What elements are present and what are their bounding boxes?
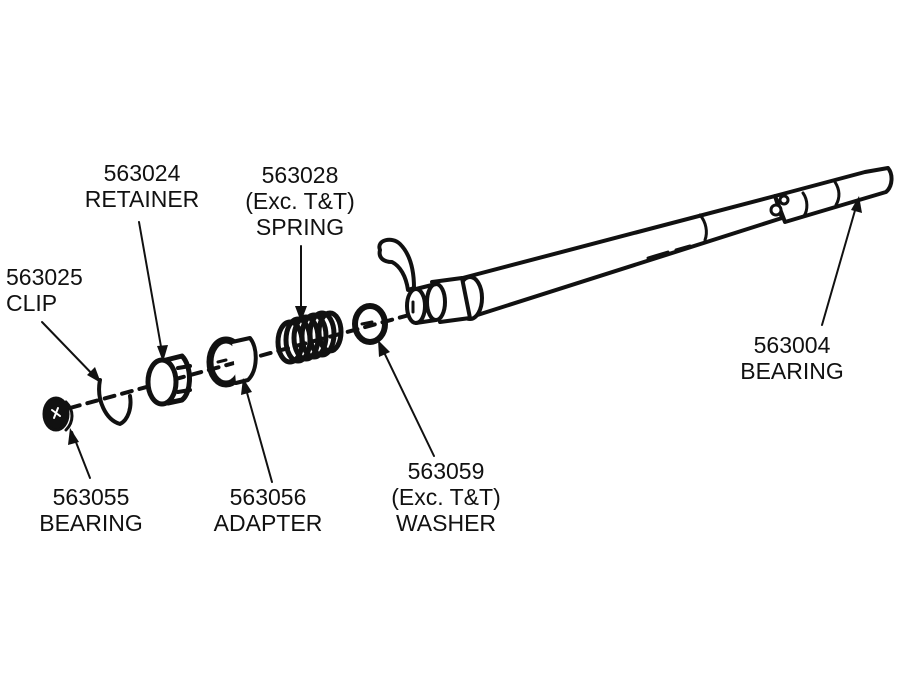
arrowhead-bearing [68, 428, 79, 445]
leader-adapter [243, 381, 273, 483]
part-note: (Exc. T&T) [391, 484, 501, 510]
part-name: ADAPTER [213, 510, 323, 536]
label-shaft-bearing: 563004 BEARING [730, 332, 854, 384]
label-bearing: 563055 BEARING [26, 484, 156, 536]
part-number: 563028 [261, 162, 339, 188]
label-adapter: 563056 ADAPTER [200, 484, 336, 536]
part-number: 563024 [103, 160, 181, 186]
leader-clip [41, 321, 99, 381]
leader-shaft-bearing [821, 199, 859, 326]
arrowhead-retainer [157, 345, 168, 362]
part-name: WASHER [395, 510, 497, 536]
washer-part [352, 303, 388, 345]
part-number: 563059 [407, 458, 485, 484]
part-name: BEARING [39, 510, 143, 536]
arrowhead-washer [378, 340, 390, 357]
part-number: 563025 [6, 264, 83, 290]
part-name: RETAINER [84, 186, 200, 212]
arrowhead-adapter [241, 378, 252, 395]
part-name: BEARING [740, 358, 844, 384]
arrowhead-shaft-bearing [851, 196, 862, 213]
bearing-part [42, 396, 74, 432]
part-number: 563056 [229, 484, 307, 510]
arrowhead-spring [295, 306, 307, 322]
part-name: SPRING [255, 214, 345, 240]
part-name: CLIP [6, 290, 58, 316]
part-note: (Exc. T&T) [245, 188, 355, 214]
arrowhead-clip [87, 367, 101, 383]
spring-part [275, 310, 344, 365]
label-clip: 563025 CLIP [6, 264, 83, 316]
adapter-part [206, 336, 258, 388]
retainer-part [145, 353, 192, 407]
label-spring: 563028 (Exc. T&T) SPRING [230, 162, 370, 240]
steering-shaft [377, 166, 894, 325]
leader-retainer [138, 221, 164, 359]
clip-part [97, 378, 133, 426]
part-number: 563004 [753, 332, 831, 358]
label-washer: 563059 (Exc. T&T) WASHER [380, 458, 512, 536]
part-number: 563055 [52, 484, 130, 510]
leader-washer [379, 343, 435, 457]
label-retainer: 563024 RETAINER [72, 160, 212, 212]
